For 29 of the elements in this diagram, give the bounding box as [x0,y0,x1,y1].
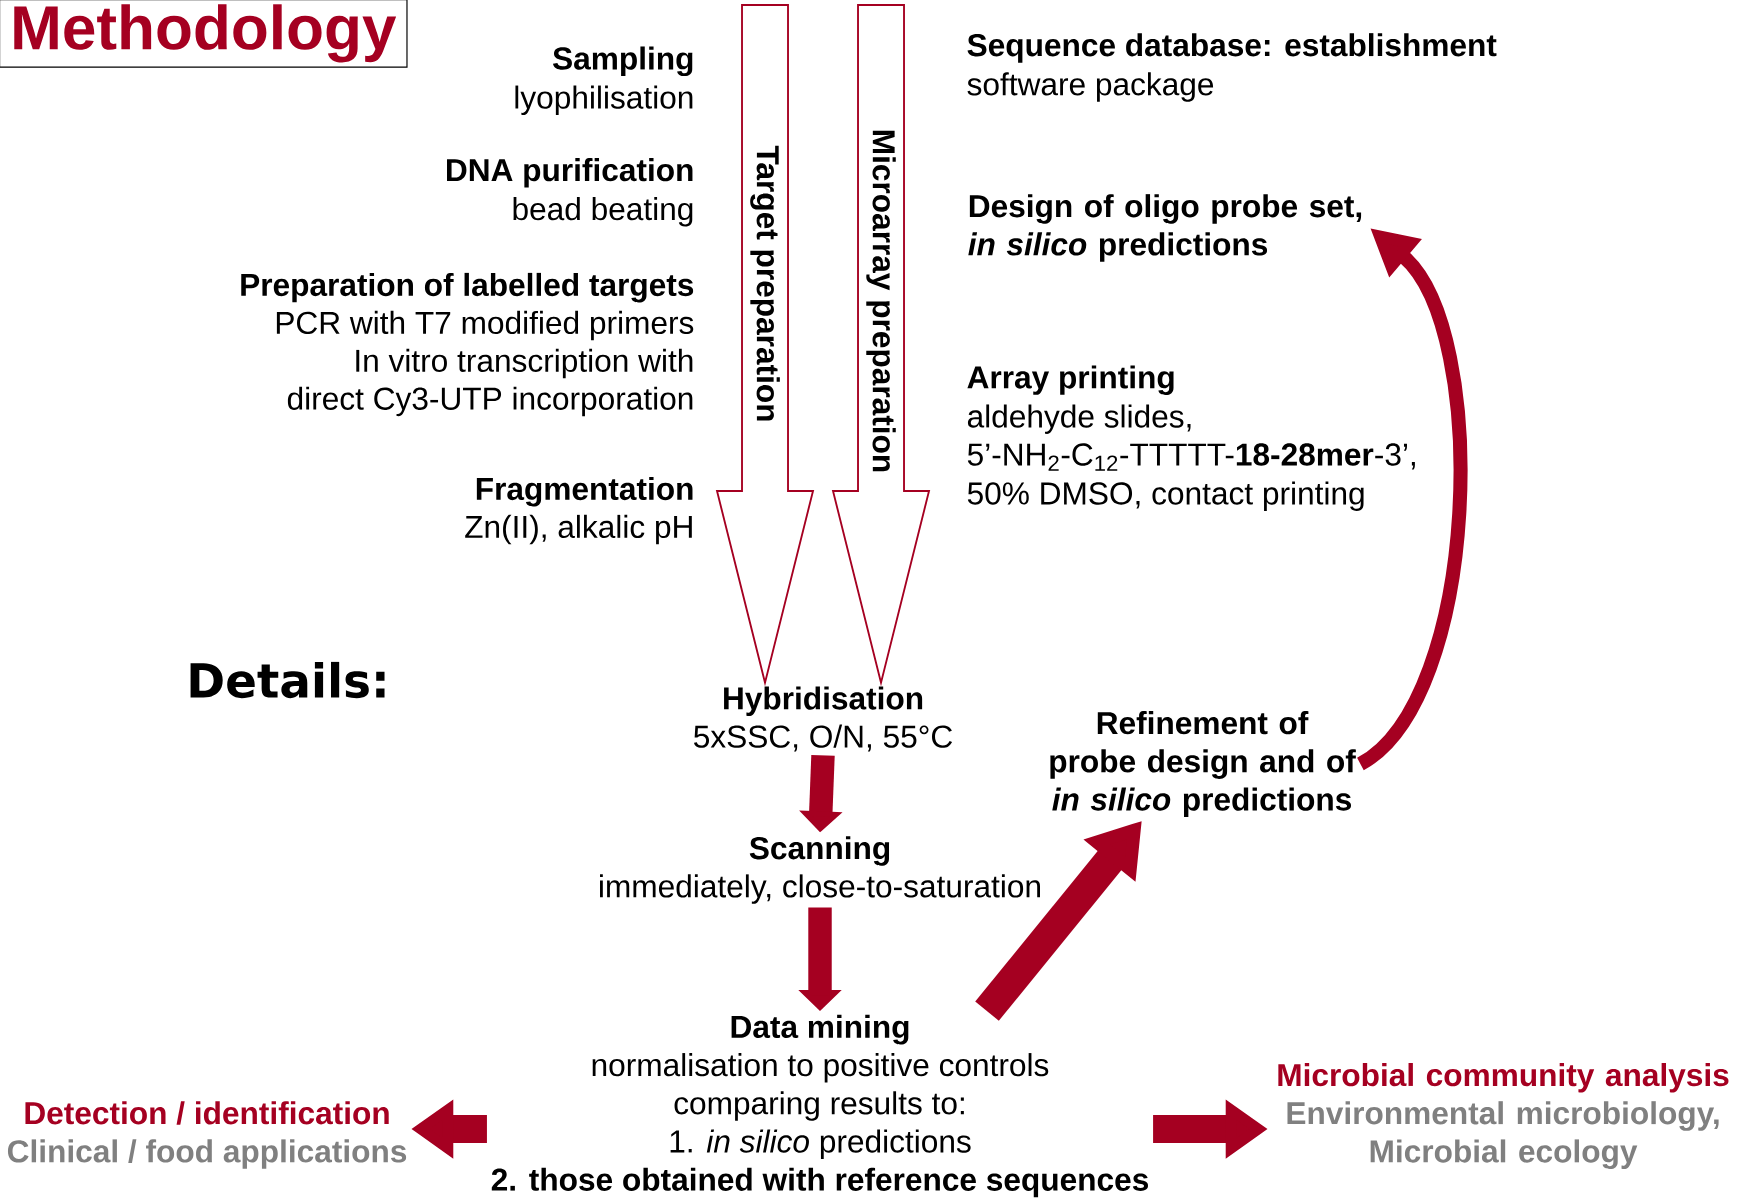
step-text: Scanning immediately, close-to-saturation [600,836,1040,904]
edge-label: Microarray preparation [866,130,896,472]
step-detail: aldehyde slides, [967,404,1191,434]
step-detail: PCR with T7 modified primers [276,310,694,341]
step-title: Array printing [967,365,1174,395]
step-title: Sequence database: establishment [967,33,1497,63]
title-box: Methodology [0,0,408,68]
block-arrow [831,4,931,687]
step-text: Hybridisation 5xSSC, O/N, 55°C [694,686,953,752]
step-detail: 50% DMSO, contact printing [967,481,1364,511]
step-title: Fragmentation [476,476,693,507]
step-detail: software package [967,72,1214,102]
step-detail: bead beating [513,197,693,227]
block-arrow [715,4,815,687]
step-detail: lyophilisation [515,85,693,116]
application-text: Microbial community analysis Environmental microbiology, Microbial ecology [1278,1063,1729,1169]
step-detail: 5’-NH$_{2}$-C$_{12}$-TTTTT-18-28mer-3’, [967,443,1415,471]
step-detail: Zn(II), alkalic pH [465,514,692,545]
step-detail: direct Cy3-UTP incorporation [287,386,693,417]
step-title: DNA purification [447,158,693,188]
details-text: Details: [190,661,385,699]
step-text: Refinement of probe design and of in silico predictions [1050,711,1356,817]
step-text: Design of oligo probe set, in silico predictions [968,194,1362,262]
step-title: Preparation of labelled targets [241,272,694,303]
edge-label: Target preparation [750,145,780,421]
step-text: Data mining normalisation to positive controls comparing results to: 1. in silico predictions 2. those obtained with reference sequences [491,1014,1148,1198]
application-text: Detection / identification Clinical / food applications [7,1101,407,1169]
step-detail: In vitro transcription with [356,348,693,379]
step-title: Sampling [553,46,693,77]
